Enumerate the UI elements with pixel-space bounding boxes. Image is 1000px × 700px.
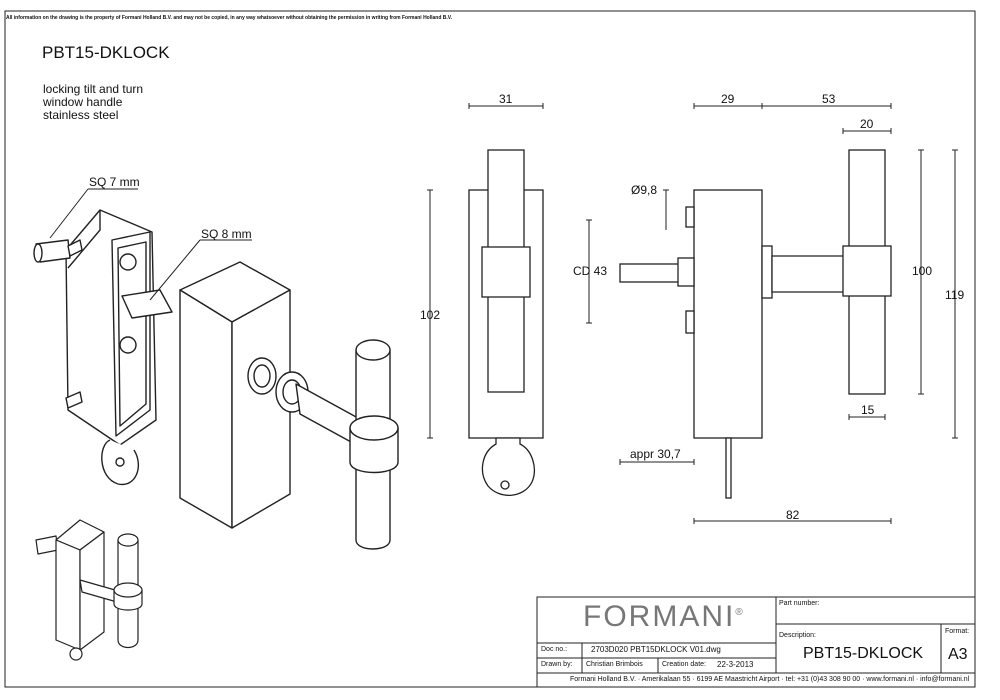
- format-label: Format:: [945, 628, 970, 635]
- doc-no-value: 2703D020 PBT15DKLOCK V01.dwg: [591, 645, 721, 654]
- front-view: [468, 149, 544, 496]
- isometric-exploded-view: [33, 209, 399, 550]
- dim-handle-height: 100: [912, 264, 933, 278]
- label-sq7: SQ 7 mm: [89, 175, 140, 189]
- dim-total-depth: 82: [786, 508, 800, 522]
- description-label: Description:: [779, 632, 816, 639]
- brand-logo: FORMANI®: [583, 600, 745, 634]
- creation-date-value: 22-3-2013: [717, 660, 754, 669]
- disclaimer: All information on the drawing is the pr…: [6, 15, 453, 21]
- dim-front-height: 102: [420, 308, 441, 322]
- doc-no-label: Doc no.:: [541, 646, 568, 653]
- brand-registered-mark: ®: [735, 607, 745, 618]
- part-number-label: Part number:: [779, 600, 820, 607]
- part-code-heading: PBT15-DKLOCK: [42, 43, 170, 62]
- format-value: A3: [948, 646, 968, 663]
- dim-spindle-dia: Ø9,8: [631, 183, 658, 197]
- drawing-frame: [4, 10, 976, 688]
- dim-total-height: 119: [945, 288, 965, 302]
- iso-leaders: [49, 188, 252, 301]
- creation-date-label: Creation date:: [662, 661, 706, 668]
- drawn-by-value: Christian Brimbois: [586, 661, 643, 668]
- isometric-assembled-view: [35, 519, 143, 661]
- dim-side-depth: 29: [721, 92, 735, 106]
- dim-handle-collar: 20: [860, 117, 874, 131]
- part-description: locking tilt and turn window handle stai…: [43, 83, 143, 122]
- description-line: locking tilt and turn: [43, 82, 144, 96]
- description-line: window handle: [43, 95, 123, 109]
- description-value: PBT15-DKLOCK: [803, 645, 924, 662]
- title-block-grid: [536, 596, 976, 688]
- description-line: stainless steel: [43, 108, 119, 122]
- drawn-by-label: Drawn by:: [541, 661, 573, 668]
- company-footer: Formani Holland B.V. · Amerikalaan 55 · …: [570, 676, 970, 683]
- dimension-lines: [427, 103, 958, 524]
- dim-grip-dia: 15: [861, 403, 875, 417]
- dim-cd: CD 43: [573, 264, 608, 278]
- dim-front-width: 31: [499, 92, 513, 106]
- label-sq8: SQ 8 mm: [201, 227, 252, 241]
- dim-side-handle: 53: [822, 92, 836, 106]
- brand-name: FORMANI: [583, 600, 736, 633]
- dim-key-projection: appr 30,7: [630, 447, 681, 461]
- side-view: [619, 149, 892, 499]
